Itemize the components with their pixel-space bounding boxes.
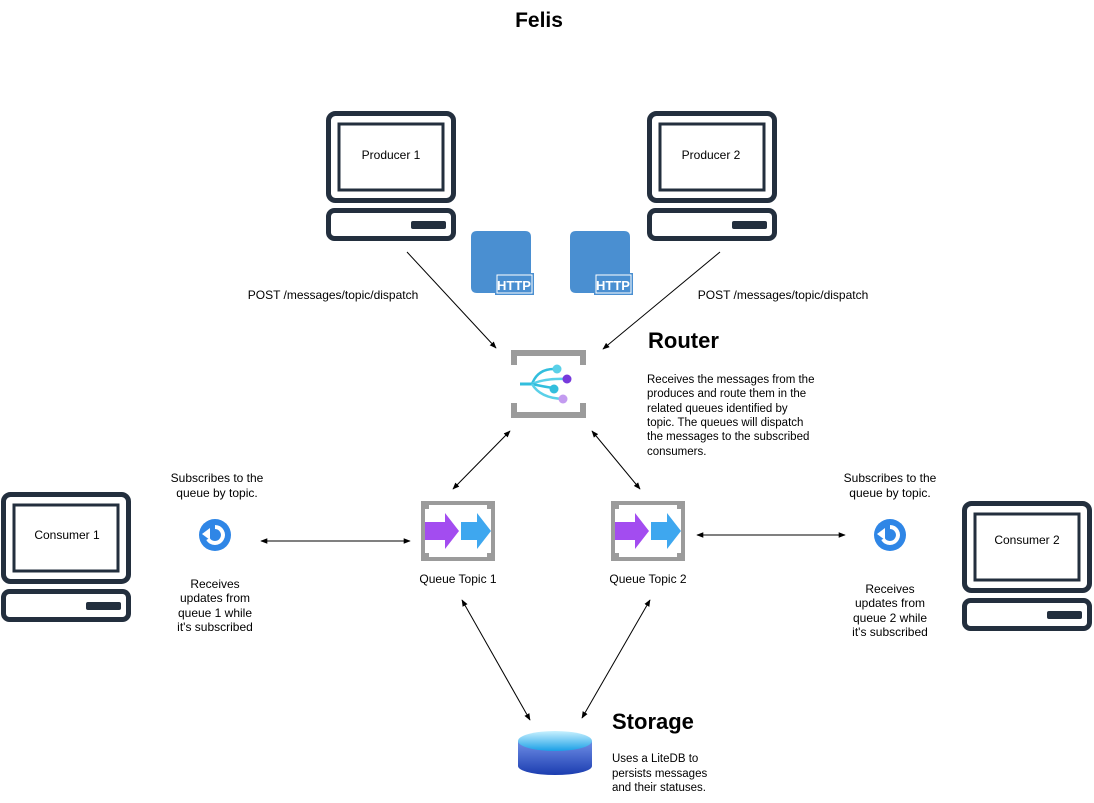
updates-note-line: queue 2 while	[853, 611, 927, 625]
updates-note-line: it's subscribed	[852, 625, 928, 639]
computer-icon	[4, 495, 129, 620]
consumer-1-subscription: Subscribes to the queue by topic. Receiv…	[171, 471, 264, 634]
queue-icon	[611, 501, 685, 561]
router-title: Router	[648, 328, 719, 353]
updates-note-line: it's subscribed	[177, 620, 253, 634]
queue-topic-1-node: Queue Topic 1	[419, 501, 497, 586]
updates-note-line: updates from	[855, 596, 925, 610]
connectors	[260, 251, 846, 721]
producer-2-request: POST /messages/topic/dispatch	[698, 288, 869, 302]
consumer-2-label: Consumer 2	[994, 533, 1060, 547]
consumer-1-node: Consumer 1	[4, 495, 129, 620]
router-description-line: consumers.	[647, 446, 706, 458]
producer-2-node: Producer 2	[650, 114, 775, 239]
database-icon	[518, 731, 592, 775]
producer-1-request: POST /messages/topic/dispatch	[248, 288, 419, 302]
computer-icon	[650, 114, 775, 239]
queue-topic-1-label: Queue Topic 1	[419, 572, 496, 586]
router-description-line: the messages to the subscribed	[647, 431, 809, 443]
storage-title: Storage	[612, 709, 694, 734]
storage-description-line: Uses a LiteDB to	[612, 753, 698, 765]
subscribe-note-line: Subscribes to the	[171, 471, 264, 485]
subscribe-note-line: queue by topic.	[176, 486, 257, 500]
subscriber-icon	[197, 517, 233, 553]
arrow-router-queue1	[452, 430, 511, 490]
subscribe-note-line: Subscribes to the	[844, 471, 937, 485]
producer-1-label: Producer 1	[362, 148, 421, 162]
producer-2-label: Producer 2	[682, 148, 741, 162]
storage-node: Storage Uses a LiteDB to persists messag…	[518, 709, 707, 794]
consumer-2-node: Consumer 2	[965, 504, 1090, 629]
arrow-queue1-storage	[461, 599, 531, 721]
storage-description-line: and their statuses.	[612, 782, 706, 794]
router-description-line: Receives the messages from the	[647, 374, 814, 386]
updates-note-line: queue 1 while	[178, 606, 252, 620]
http-badge-label: HTTP	[497, 278, 531, 293]
router-description-line: produces and route them in the	[647, 388, 806, 400]
router-description-line: related queues identified by	[647, 403, 788, 415]
subscriber-icon	[872, 517, 908, 553]
computer-icon	[329, 114, 454, 239]
queue-topic-2-label: Queue Topic 2	[609, 572, 686, 586]
producer-1-node: Producer 1	[329, 114, 454, 239]
storage-description-line: persists messages	[612, 768, 707, 780]
http-badge-label: HTTP	[596, 278, 630, 293]
consumer-1-label: Consumer 1	[34, 528, 100, 542]
updates-note-line: Receives	[865, 582, 914, 596]
arrow-router-queue2	[591, 430, 641, 490]
computer-icon	[965, 504, 1090, 629]
subscribe-note-line: queue by topic.	[849, 486, 930, 500]
router-node: Router Receives the messages from the pr…	[511, 328, 814, 458]
http-icon-2: HTTP	[569, 230, 634, 296]
arrow-queue2-storage	[581, 599, 651, 719]
updates-note-line: updates from	[180, 591, 250, 605]
diagram-title: Felis	[515, 9, 563, 32]
router-icon	[511, 350, 586, 418]
queue-topic-2-node: Queue Topic 2	[609, 501, 687, 586]
router-description-line: topic. The queues will dispatch	[647, 417, 803, 429]
http-icon-1: HTTP	[470, 230, 535, 296]
arrow-producer1-router	[406, 251, 497, 349]
updates-note-line: Receives	[190, 577, 239, 591]
arrow-producer2-router	[602, 251, 721, 350]
queue-icon	[421, 501, 495, 561]
consumer-2-subscription: Subscribes to the queue by topic. Receiv…	[844, 471, 937, 639]
